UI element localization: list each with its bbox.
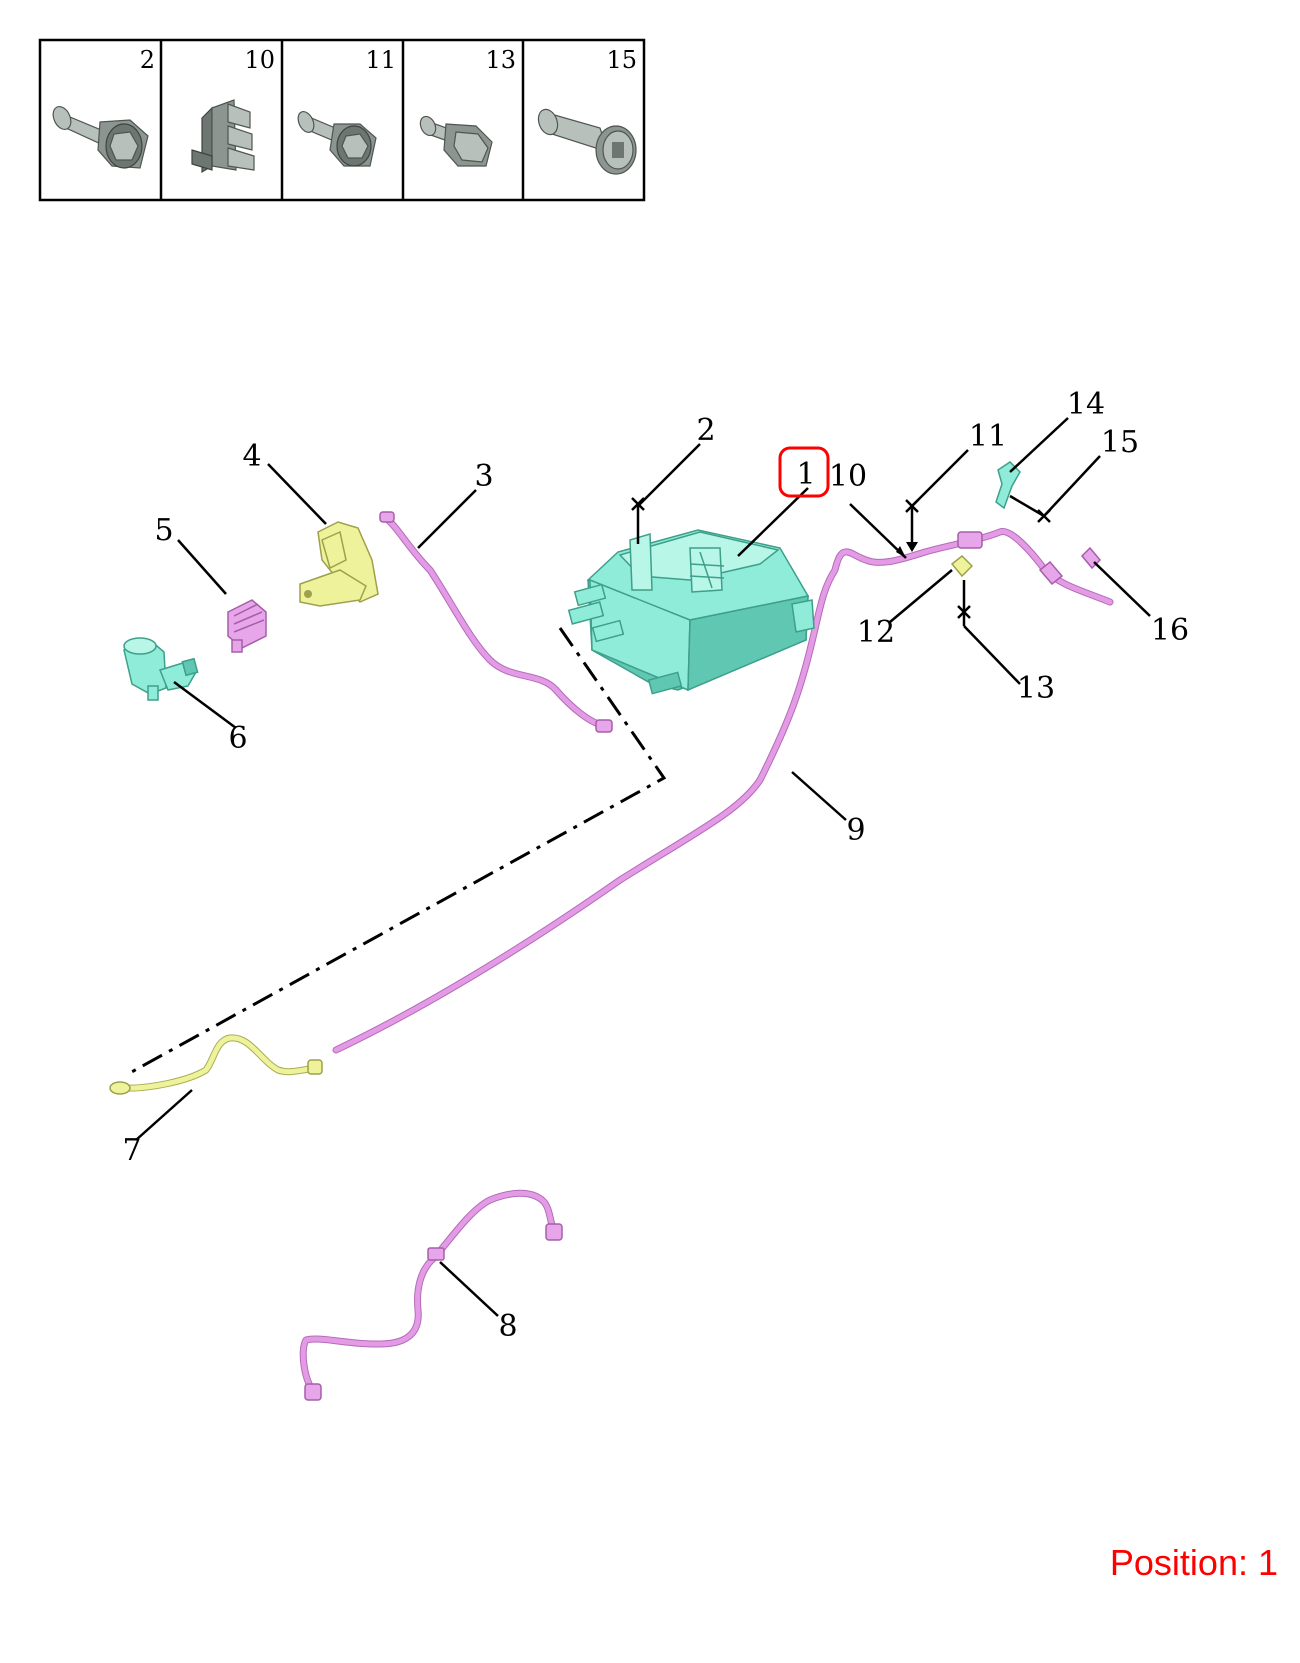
callout-10[interactable]: 10: [829, 459, 867, 494]
callout-5[interactable]: 5: [154, 513, 173, 548]
end-cap: [1038, 546, 1102, 586]
x-marks: [631, 497, 1051, 619]
carbon-canister: [567, 529, 815, 695]
position-label: Position: 1: [1109, 1542, 1278, 1583]
leader-lines: [135, 417, 1151, 1317]
connection-line: [127, 627, 667, 1076]
callout-4[interactable]: 4: [242, 439, 261, 474]
purge-valve: [123, 637, 199, 701]
hose-connector: [227, 599, 267, 653]
flange-bolt-icon: [52, 106, 149, 169]
hardware-number: 15: [606, 46, 637, 74]
callout-1[interactable]: 1: [796, 457, 815, 492]
callout-14[interactable]: 14: [1067, 387, 1105, 422]
arrow-heads: [896, 542, 918, 558]
callout-13[interactable]: 13: [1017, 671, 1055, 706]
junction-connector: [957, 531, 983, 549]
hardware-number: 11: [365, 46, 396, 74]
support-clip: [995, 461, 1021, 510]
fuel-vapor-hose: [109, 1034, 323, 1095]
callout-11[interactable]: 11: [969, 419, 1007, 454]
hardware-number: 2: [140, 46, 155, 74]
hardware-number: 10: [244, 46, 275, 74]
breather-hose: [299, 1189, 563, 1401]
short-bolt-icon: [419, 115, 493, 167]
callout-12[interactable]: 12: [857, 615, 895, 650]
vapor-line-hose: [332, 528, 1114, 1054]
hardware-cell: 15: [537, 46, 637, 175]
torx-bolt-icon: [537, 108, 637, 175]
mounting-bracket: [299, 521, 379, 607]
hardware-cell: 11: [297, 46, 396, 167]
highlight-box: [778, 446, 830, 498]
callout-16[interactable]: 16: [1151, 613, 1189, 648]
purge-tube: [379, 511, 613, 733]
hardware-number: 13: [485, 46, 516, 74]
callout-3[interactable]: 3: [474, 459, 493, 494]
callout-15[interactable]: 15: [1101, 425, 1139, 460]
hardware-cell: 13: [419, 46, 516, 167]
hardware-cell: 10: [191, 46, 275, 174]
flange-bolt-icon: [297, 111, 377, 167]
callout-6[interactable]: 6: [228, 721, 247, 756]
callout-2[interactable]: 2: [696, 413, 715, 448]
callout-7[interactable]: 7: [122, 1133, 141, 1168]
callout-numbers: 1 2 3 4 5 6 7 8 9 10 11 12 13 14 15 16: [122, 387, 1189, 1344]
callout-9[interactable]: 9: [846, 813, 865, 848]
callout-8[interactable]: 8: [498, 1309, 517, 1344]
hardware-cell: 2: [52, 46, 155, 169]
retaining-clip: [950, 554, 974, 578]
clip-icon: [191, 99, 255, 174]
hardware-table: 2 10 11: [38, 38, 646, 202]
